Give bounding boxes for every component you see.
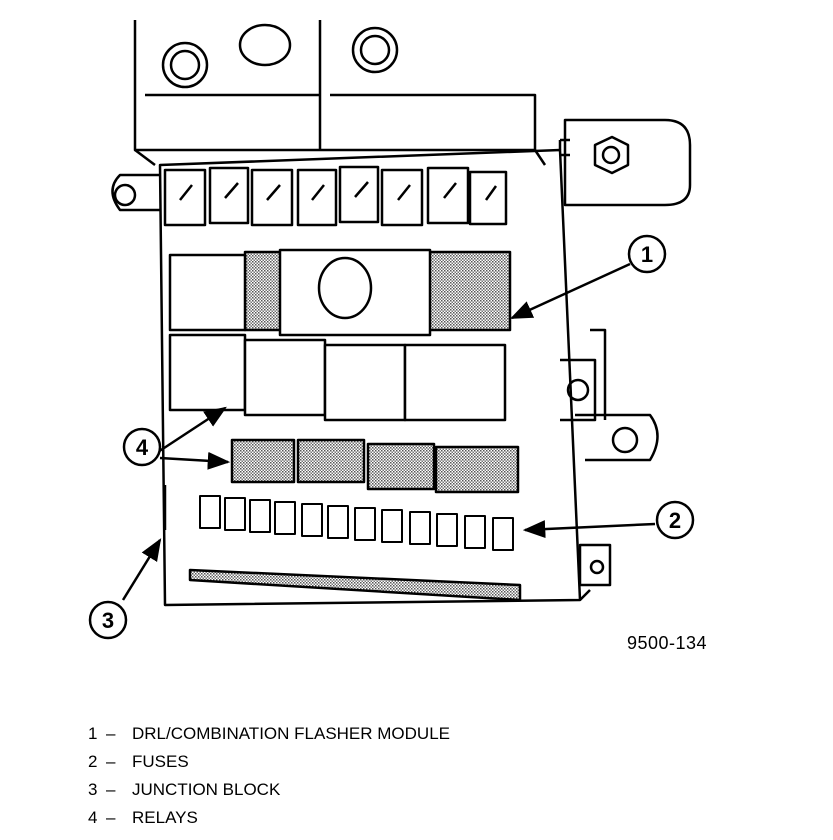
callout-3 [88, 600, 128, 640]
relay-small-1 [230, 438, 296, 484]
bottom-plate [188, 568, 522, 602]
legend-number: 1 [88, 724, 98, 743]
callout-3-number: 3 [102, 608, 114, 633]
legend-separator: – [106, 808, 116, 827]
junction-block-illustration: 1 2 3 4 [88, 20, 695, 640]
legend-label: FUSES [132, 752, 189, 771]
legend-label: RELAYS [132, 808, 198, 827]
legend-label: JUNCTION BLOCK [132, 780, 281, 799]
legend-separator: – [106, 780, 116, 799]
callout-2-number: 2 [669, 508, 681, 533]
right-bracket [563, 118, 692, 207]
callout-4 [122, 427, 162, 467]
callout-2 [655, 500, 695, 540]
legend-item-4: 4–RELAYS [88, 804, 450, 832]
legend-separator: – [106, 752, 116, 771]
figure-id: 9500-134 [627, 633, 708, 653]
legend-label: DRL/COMBINATION FLASHER MODULE [132, 724, 451, 743]
legend-item-3: 3–JUNCTION BLOCK [88, 776, 450, 804]
relay-large-1 [168, 253, 247, 332]
legend: 1–DRL/COMBINATION FLASHER MODULE 2–FUSES… [88, 720, 450, 832]
flasher-module [278, 248, 432, 337]
upper-bolt-hole-left [161, 41, 209, 89]
legend-item-1: 1–DRL/COMBINATION FLASHER MODULE [88, 720, 450, 748]
legend-number: 4 [88, 808, 98, 827]
top-fuse-row [163, 165, 508, 227]
upper-bolt-hole-right [351, 26, 399, 74]
fuses [199, 495, 514, 551]
hex-bolt [593, 135, 630, 175]
callout-1 [627, 234, 667, 274]
callout-1-number: 1 [641, 242, 653, 267]
callout-4-number: 4 [136, 435, 149, 460]
legend-number: 2 [88, 752, 98, 771]
legend-item-2: 2–FUSES [88, 748, 450, 776]
legend-separator: – [106, 724, 116, 743]
upper-bolt-hole-center [238, 23, 292, 67]
legend-number: 3 [88, 780, 98, 799]
